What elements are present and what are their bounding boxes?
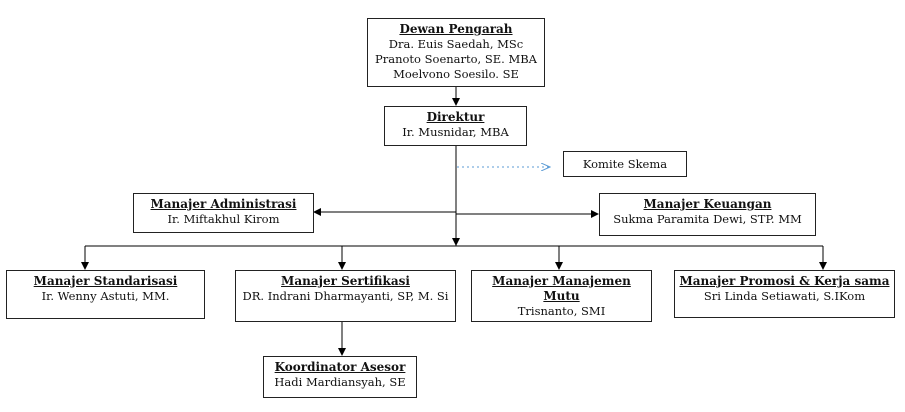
- manajer-keuangan-title: Manajer Keuangan: [643, 197, 772, 211]
- manajer-keuangan-box: Manajer Keuangan Sukma Paramita Dewi, ST…: [599, 193, 816, 236]
- komite-skema-label: Komite Skema: [582, 157, 668, 171]
- koordinator-asesor-name: Hadi Mardiansyah, SE: [274, 375, 406, 389]
- direktur-name: Ir. Musnidar, MBA: [402, 125, 509, 139]
- manajer-promosi-name: Sri Linda Setiawati, S.IKom: [703, 289, 866, 303]
- dewan-member-2: Pranoto Soenarto, SE. MBA: [375, 52, 537, 66]
- direktur-title: Direktur: [426, 110, 485, 124]
- dewan-pengarah-box: Dewan Pengarah Dra. Euis Saedah, MSc Pra…: [367, 18, 545, 87]
- manajer-manajemen-mutu-name: Trisnanto, SMI: [517, 304, 606, 318]
- manajer-standarisasi-box: Manajer Standarisasi Ir. Wenny Astuti, M…: [6, 270, 205, 319]
- manajer-sertifikasi-title: Manajer Sertifikasi: [281, 274, 410, 288]
- manajer-sertifikasi-name: DR. Indrani Dharmayanti, SP, M. Si: [242, 289, 449, 303]
- dewan-member-3: Moelvono Soesilo. SE: [393, 67, 519, 81]
- manajer-standarisasi-name: Ir. Wenny Astuti, MM.: [41, 289, 170, 303]
- manajer-administrasi-name: Ir. Miftakhul Kirom: [167, 212, 280, 226]
- manajer-keuangan-name: Sukma Paramita Dewi, STP. MM: [613, 212, 802, 226]
- manajer-promosi-box: Manajer Promosi & Kerja sama Sri Linda S…: [674, 270, 895, 318]
- koordinator-asesor-title: Koordinator Asesor: [274, 360, 406, 374]
- dewan-member-1: Dra. Euis Saedah, MSc: [388, 37, 524, 51]
- koordinator-asesor-box: Koordinator Asesor Hadi Mardiansyah, SE: [263, 356, 417, 398]
- manajer-administrasi-box: Manajer Administrasi Ir. Miftakhul Kirom: [133, 193, 314, 233]
- manajer-administrasi-title: Manajer Administrasi: [150, 197, 297, 211]
- komite-skema-box: Komite Skema: [563, 151, 687, 177]
- manajer-manajemen-mutu-box: Manajer Manajemen Mutu Trisnanto, SMI: [471, 270, 652, 322]
- manajer-sertifikasi-box: Manajer Sertifikasi DR. Indrani Dharmaya…: [235, 270, 456, 322]
- manajer-standarisasi-title: Manajer Standarisasi: [33, 274, 178, 288]
- dewan-pengarah-title: Dewan Pengarah: [399, 22, 513, 36]
- manajer-manajemen-mutu-title: Manajer Manajemen Mutu: [492, 274, 631, 303]
- direktur-box: Direktur Ir. Musnidar, MBA: [384, 106, 527, 146]
- manajer-promosi-title: Manajer Promosi & Kerja sama: [679, 274, 890, 288]
